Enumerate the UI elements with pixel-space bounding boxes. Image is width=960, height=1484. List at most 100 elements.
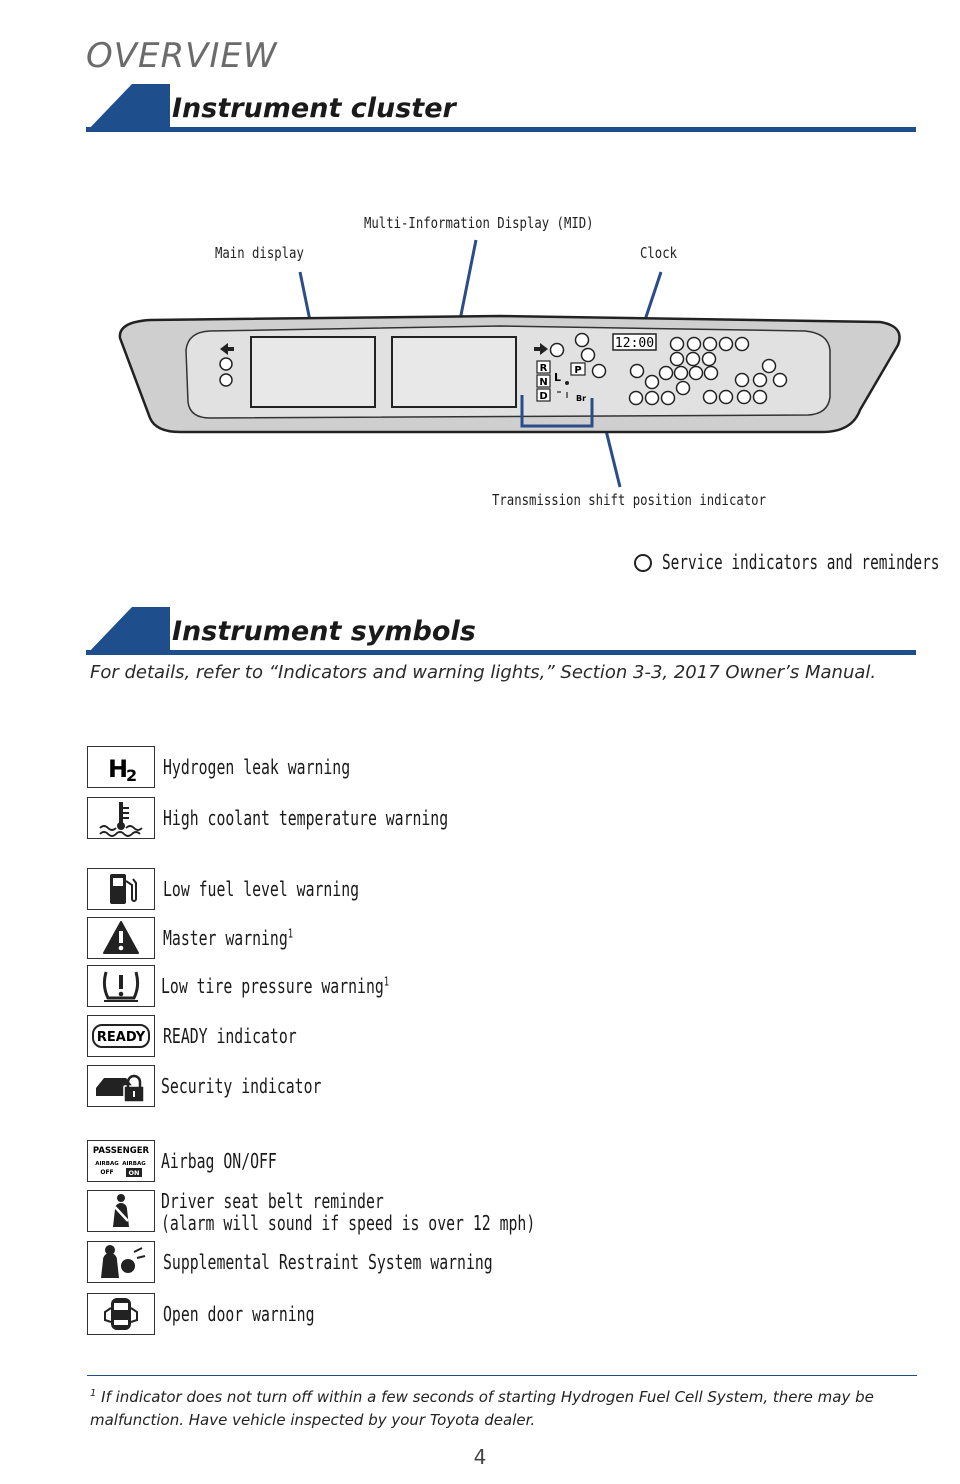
indicator-dot <box>644 374 660 390</box>
indicator-dot <box>219 373 233 387</box>
fuel-pump-icon <box>87 868 155 910</box>
svg-text:READY: READY <box>97 1030 146 1045</box>
symbol-label: Hydrogen leak warning <box>163 755 351 779</box>
symbol-label: Low tire pressure warning1 <box>161 974 390 998</box>
transmission-bracket <box>520 395 594 428</box>
symbols-intro: For details, refer to “Indicators and wa… <box>90 662 877 683</box>
indicator-dot <box>686 336 702 352</box>
ready-icon: READY <box>87 1015 155 1057</box>
symbol-label: Supplemental Restraint System warning <box>163 1250 493 1274</box>
symbol-label: READY indicator <box>163 1024 297 1048</box>
symbol-row-hydrogen: H 2 Hydrogen leak warning <box>87 746 787 790</box>
indicator-dot <box>660 390 676 406</box>
shift-d: D <box>539 391 547 402</box>
indicator-dot <box>685 351 701 367</box>
shift-p: P <box>574 365 581 376</box>
indicator-dot <box>752 389 768 405</box>
indicator-dot <box>688 365 704 381</box>
indicator-dot <box>591 363 607 379</box>
footnote: 1 If indicator does not turn off within … <box>90 1388 874 1429</box>
indicator-dot <box>752 372 768 388</box>
shift-l: L <box>554 371 561 384</box>
shift-br: Br <box>576 394 586 403</box>
symbols-heading: Instrument symbols <box>86 607 916 655</box>
tire-pressure-icon <box>87 965 155 1007</box>
security-icon <box>87 1065 155 1107</box>
heading-tab-shape <box>86 607 170 655</box>
indicator-dot <box>701 351 717 367</box>
footnote-rule <box>87 1375 917 1376</box>
instrument-cluster-diagram: R N D P L Br 12:00 <box>118 239 901 488</box>
svg-text:2: 2 <box>126 766 137 785</box>
cluster-heading: Instrument cluster <box>86 84 916 132</box>
open-door-icon <box>87 1293 155 1335</box>
callout-clock: Clock <box>640 244 678 262</box>
svg-text:OFF: OFF <box>100 1169 113 1176</box>
callout-mid: Multi-Information Display (MID) <box>364 214 594 232</box>
symbol-row-open-door: Open door warning <box>87 1293 787 1337</box>
indicator-dot <box>549 342 565 358</box>
symbol-row-seatbelt: Driver seat belt reminder(alarm will sou… <box>87 1190 787 1234</box>
heading-rule <box>86 127 916 132</box>
airbag-onoff-icon: PASSENGER AIRBAG OFF AIRBAG ON <box>87 1140 155 1182</box>
indicator-dot <box>734 336 750 352</box>
indicator-dot <box>702 389 718 405</box>
indicator-dot <box>673 365 689 381</box>
indicator-dot <box>629 363 645 379</box>
indicator-dot <box>702 336 718 352</box>
symbol-row-ready: READY READY indicator <box>87 1015 787 1059</box>
symbol-row-security: Security indicator <box>87 1065 787 1109</box>
symbol-row-srs: Supplemental Restraint System warning <box>87 1241 787 1285</box>
callout-transmission: Transmission shift position indicator <box>492 491 766 509</box>
cluster-heading-text: Instrument cluster <box>172 93 456 124</box>
service-indicator-dots <box>549 332 788 406</box>
right-turn-arrow-icon <box>534 343 548 355</box>
legend: Service indicators and reminders <box>634 548 939 578</box>
indicator-dot <box>734 372 750 388</box>
clock-display <box>612 333 657 351</box>
symbol-label: Master warning1 <box>163 926 294 950</box>
symbol-label: Low fuel level warning <box>163 877 360 901</box>
master-warning-icon <box>87 917 155 959</box>
shift-r: R <box>540 363 548 374</box>
page-number: 4 <box>473 1445 487 1469</box>
indicator-dot <box>580 347 596 363</box>
svg-text:PASSENGER: PASSENGER <box>93 1146 150 1156</box>
main-display-screen <box>250 336 376 408</box>
srs-icon <box>87 1241 155 1283</box>
seatbelt-icon <box>87 1190 155 1232</box>
legend-text: Service indicators and reminders <box>662 550 940 574</box>
hydrogen-icon: H 2 <box>87 746 155 788</box>
mid-screen <box>391 336 517 408</box>
symbol-label: Driver seat belt reminder(alarm will sou… <box>161 1189 536 1235</box>
legend-circle-icon <box>634 554 652 572</box>
symbol-label: Open door warning <box>163 1302 315 1326</box>
symbols-heading-text: Instrument symbols <box>172 616 476 647</box>
symbol-label: Security indicator <box>161 1074 322 1098</box>
indicator-dot <box>703 365 719 381</box>
symbol-row-coolant: High coolant temperature warning <box>87 797 787 841</box>
callout-main-display: Main display <box>215 244 304 262</box>
symbol-row-master-warning: Master warning1 <box>87 917 787 961</box>
indicator-dot <box>219 357 233 371</box>
svg-text:AIRBAG: AIRBAG <box>95 1161 119 1167</box>
symbol-row-fuel: Low fuel level warning <box>87 868 787 912</box>
indicator-dot <box>772 372 788 388</box>
indicator-dot <box>718 336 734 352</box>
indicator-dot <box>574 332 590 348</box>
indicator-dot <box>675 380 691 396</box>
shift-n: N <box>539 377 547 388</box>
symbol-label: High coolant temperature warning <box>163 806 449 830</box>
left-turn-arrow-icon <box>220 343 234 355</box>
indicator-dot <box>761 358 777 374</box>
clock-readout: 12:00 <box>615 336 654 351</box>
symbol-row-airbag: PASSENGER AIRBAG OFF AIRBAG ON Airbag ON… <box>87 1140 787 1184</box>
indicator-dot <box>718 389 734 405</box>
svg-text:AIRBAG: AIRBAG <box>122 1161 146 1167</box>
indicator-dot <box>669 336 685 352</box>
indicator-dot <box>669 351 685 367</box>
indicator-dot <box>658 365 674 381</box>
symbol-label: Airbag ON/OFF <box>161 1149 277 1173</box>
coolant-temp-icon <box>87 797 155 839</box>
svg-text:ON: ON <box>129 1169 140 1177</box>
